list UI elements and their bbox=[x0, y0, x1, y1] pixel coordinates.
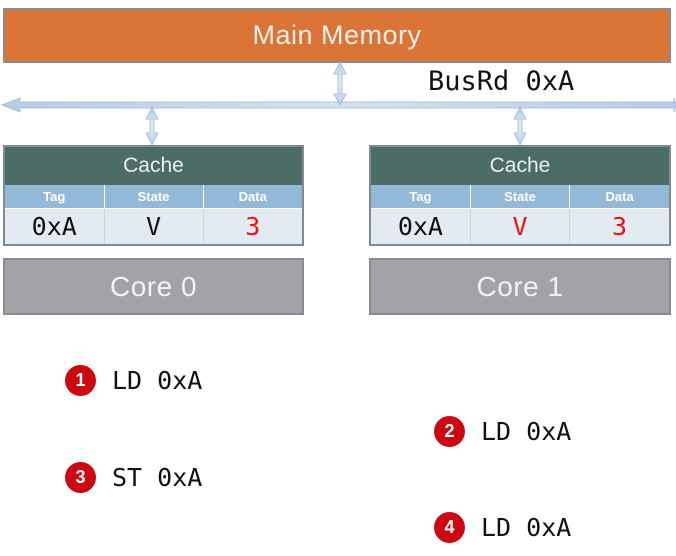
cache-data-value-1: 3 bbox=[569, 208, 669, 244]
cache0-bus-connector-icon bbox=[145, 106, 159, 146]
step-instruction-1: LD 0xA bbox=[112, 366, 203, 395]
cache-box-1: Cache Tag State Data 0xA V 3 bbox=[369, 145, 671, 246]
step-instruction-4: LD 0xA bbox=[481, 513, 572, 542]
column-header-tag: Tag bbox=[371, 185, 471, 209]
step-number-badge-1: 1 bbox=[65, 365, 96, 396]
main-memory-box: Main Memory bbox=[3, 8, 671, 63]
cache-state-value-0: V bbox=[104, 208, 204, 244]
memory-bus-connector-icon bbox=[333, 61, 347, 106]
column-header-data: Data bbox=[569, 185, 669, 209]
step-1: 1 LD 0xA bbox=[65, 365, 202, 396]
cache-tag-value-0: 0xA bbox=[5, 208, 105, 244]
bus-transaction-label: BusRd 0xA bbox=[428, 66, 575, 97]
cache-line-row-0: 0xA V 3 bbox=[5, 208, 302, 244]
cache-title-0: Cache bbox=[5, 147, 302, 185]
cache-table-0: Tag State Data 0xA V 3 bbox=[5, 185, 302, 244]
cache-data-value-0: 3 bbox=[203, 208, 302, 244]
step-4: 4 LD 0xA bbox=[434, 512, 571, 543]
cache-table-1: Tag State Data 0xA V 3 bbox=[371, 185, 669, 244]
core-box-0: Core 0 bbox=[3, 258, 304, 315]
step-number-badge-3: 3 bbox=[65, 462, 96, 493]
cache-state-value-1: V bbox=[470, 208, 571, 244]
main-memory-label: Main Memory bbox=[252, 20, 422, 50]
cache-title-1: Cache bbox=[371, 147, 669, 185]
column-header-data: Data bbox=[203, 185, 302, 209]
column-header-tag: Tag bbox=[5, 185, 105, 209]
cache-box-0: Cache Tag State Data 0xA V 3 bbox=[3, 145, 304, 246]
cache-table-header-row: Tag State Data bbox=[371, 185, 669, 209]
step-number-badge-4: 4 bbox=[434, 512, 465, 543]
core-label-1: Core 1 bbox=[476, 270, 564, 302]
step-number-badge-2: 2 bbox=[434, 416, 465, 447]
cache-tag-value-1: 0xA bbox=[371, 208, 471, 244]
step-instruction-2: LD 0xA bbox=[481, 417, 572, 446]
cache-line-row-1: 0xA V 3 bbox=[371, 208, 669, 244]
cache-table-header-row: Tag State Data bbox=[5, 185, 302, 209]
cache1-bus-connector-icon bbox=[513, 106, 527, 146]
column-header-state: State bbox=[104, 185, 204, 209]
core-box-1: Core 1 bbox=[369, 258, 671, 315]
step-3: 3 ST 0xA bbox=[65, 462, 202, 493]
core-label-0: Core 0 bbox=[109, 270, 198, 302]
node-core-1: Cache Tag State Data 0xA V 3 Core 1 bbox=[369, 145, 671, 315]
bus-arrows bbox=[0, 61, 676, 146]
step-2: 2 LD 0xA bbox=[434, 416, 571, 447]
node-core-0: Cache Tag State Data 0xA V 3 Core 0 bbox=[3, 145, 304, 315]
column-header-state: State bbox=[470, 185, 571, 209]
step-instruction-3: ST 0xA bbox=[112, 463, 203, 492]
bus-line-icon bbox=[0, 97, 676, 113]
